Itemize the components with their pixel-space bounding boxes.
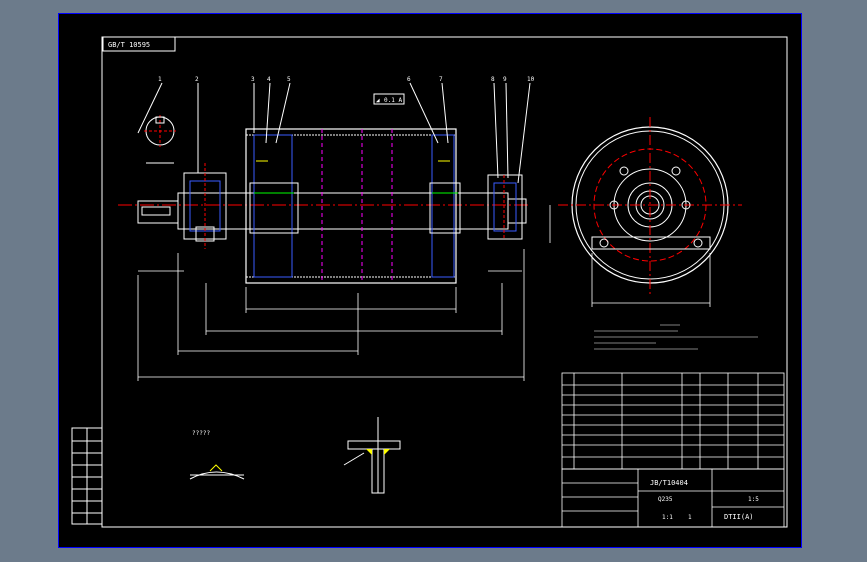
pulley-end-view	[549, 117, 742, 307]
left-margin-table	[71, 427, 103, 525]
part-balloons	[137, 82, 531, 184]
header-box	[102, 36, 176, 52]
title-material: Q235	[658, 496, 673, 503]
weld-detail-center	[343, 417, 401, 494]
right-end-disc	[431, 134, 455, 278]
right-hub	[429, 182, 461, 234]
detail-label: ?????	[192, 430, 210, 437]
left-end-disc	[253, 134, 293, 278]
keyway	[141, 206, 171, 216]
dimensions	[137, 249, 525, 381]
pulley-section-view	[118, 128, 528, 284]
key-section-detail	[144, 115, 176, 164]
bolt-hole	[609, 200, 619, 210]
parts-list-table	[561, 372, 785, 470]
shaft-right-end	[507, 198, 527, 224]
balloon-label: 4	[267, 76, 271, 83]
bolt-hole	[619, 166, 629, 176]
balloon-label: 2	[195, 76, 199, 83]
tolerance-frame	[373, 93, 405, 105]
right-bearing	[493, 182, 517, 232]
tolerance-symbol: ◢	[376, 97, 380, 104]
shaft-left-end	[137, 200, 179, 224]
balloon-label: 8	[491, 76, 495, 83]
title-scale: 1:5	[748, 496, 759, 503]
balloon-label: 10	[527, 76, 535, 83]
drum-shell	[245, 128, 457, 284]
balloon-label: 7	[439, 76, 443, 83]
balloon-labels: 1 2 3 4 5 6 7 8 9 10	[158, 76, 535, 83]
inner-border	[101, 36, 788, 528]
title-drawing-no: DTII(A)	[724, 513, 754, 521]
right-bearing-housing	[487, 174, 523, 240]
weld-detail-left	[189, 464, 245, 480]
title-block	[561, 468, 785, 528]
title-standard: JB/T10404	[650, 479, 688, 487]
balloon-label: 5	[287, 76, 291, 83]
outer-border	[58, 13, 802, 548]
cad-drawing: GB/T 10595	[58, 13, 802, 548]
balloon-label: 9	[503, 76, 507, 83]
technical-notes	[594, 324, 758, 350]
balloon-label: 1	[158, 76, 162, 83]
bearing-base	[591, 236, 711, 250]
base-bolt	[693, 238, 703, 248]
tolerance-value: 0.1 A	[384, 97, 402, 104]
header-box-text: GB/T 10595	[108, 41, 150, 49]
left-hub	[249, 182, 299, 234]
balloon-label: 3	[251, 76, 255, 83]
drawing-sheet: GB/T 10595	[58, 13, 802, 548]
bolt-hole	[671, 166, 681, 176]
title-sheet: 1:1	[662, 514, 673, 521]
title-qty: 1	[688, 514, 692, 521]
balloon-label: 6	[407, 76, 411, 83]
base-bolt	[599, 238, 609, 248]
shaft	[177, 192, 509, 230]
bolt-hole	[681, 200, 691, 210]
